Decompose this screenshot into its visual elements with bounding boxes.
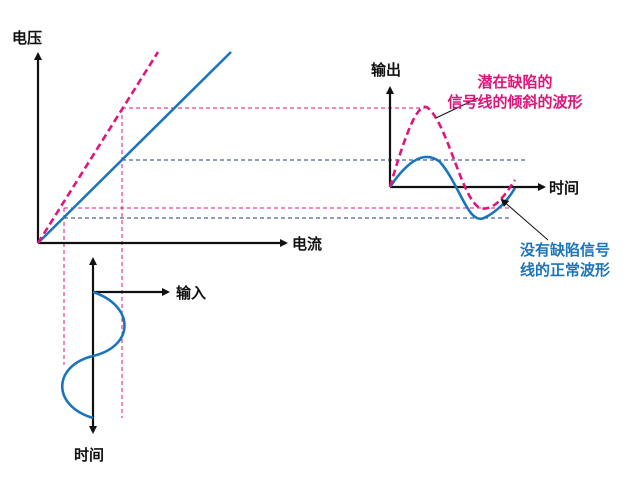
defect-iv-line [36,51,160,244]
defect-waveform-annotation: 潜在缺陷的 信号线的倾斜的波形 [440,72,590,112]
normal-annotation-pointer [500,198,549,241]
defect-annotation-pointer [435,97,479,119]
input-time-axis-label: 时间 [74,446,105,464]
voltage-axis-label: 电压 [12,29,43,47]
input-axes [89,257,170,434]
normal-waveform-annotation: 没有缺陷信号 线的正常波形 [500,240,630,280]
guide-lines [63,107,528,418]
normal-iv-line [37,51,232,244]
defect-annotation-line1: 潜在缺陷的 [477,73,553,91]
output-axes [386,86,546,191]
normal-annotation-line2: 线的正常波形 [519,261,610,279]
input-axis-label: 输入 [176,284,207,302]
input-sine-wave [60,290,126,420]
iv-axes [34,52,288,247]
defect-annotation-line2: 信号线的倾斜的波形 [447,93,583,111]
normal-annotation-line1: 没有缺陷信号 [519,241,610,259]
output-normal-wave [388,155,517,221]
current-axis-label: 电流 [292,235,323,253]
output-axis-label: 输出 [371,61,402,79]
output-time-axis-label: 时间 [549,179,580,197]
output-defect-wave [388,105,517,210]
